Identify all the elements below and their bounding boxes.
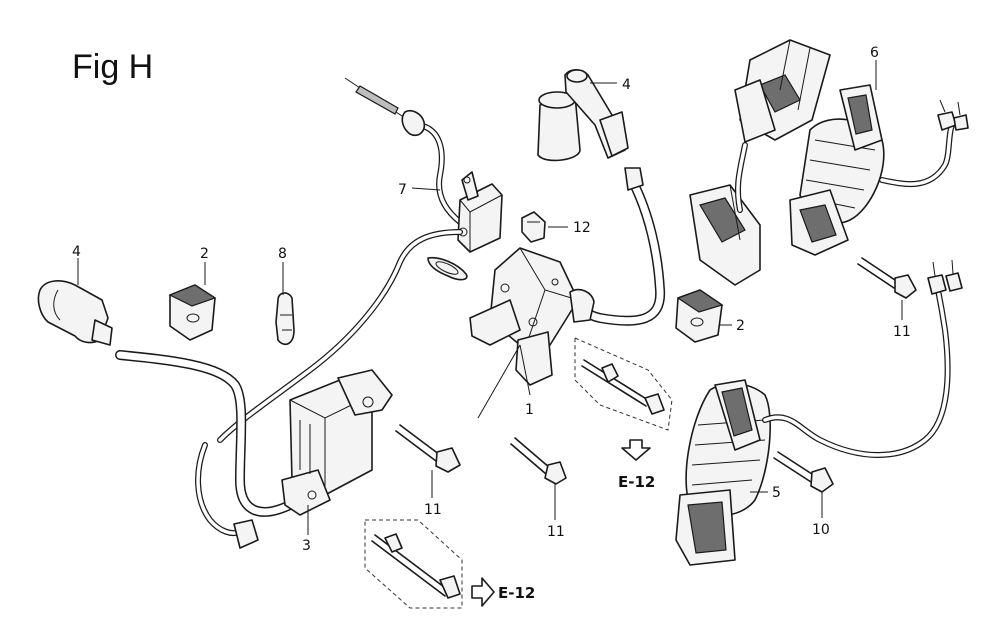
callout-11-center: 11 — [547, 524, 565, 540]
dashed-box-center — [574, 337, 673, 431]
figure-title: Fig H — [72, 48, 154, 86]
arrow-ref-lower-icon — [471, 577, 495, 607]
leader-lines — [77, 60, 903, 535]
callout-11-lower-left: 11 — [424, 502, 442, 518]
callout-11-right: 11 — [893, 324, 911, 340]
grommet-left — [168, 284, 217, 341]
callout-10: 10 — [812, 522, 830, 538]
spark-plug-cap-left — [37, 280, 295, 549]
ignition-coil-center — [469, 247, 595, 386]
callout-2-left: 2 — [200, 246, 209, 262]
bolt-10 — [773, 451, 834, 493]
charge-coil-lower — [675, 259, 963, 566]
callout-4-left: 4 — [72, 244, 81, 260]
callout-5: 5 — [772, 485, 781, 501]
reference-e12-center: E-12 — [618, 473, 655, 491]
reference-e12-lower: E-12 — [498, 584, 535, 602]
kill-switch-wire — [217, 77, 503, 443]
callout-7: 7 — [398, 182, 407, 198]
charge-coil-assembly — [689, 39, 969, 286]
callout-1: 1 — [525, 402, 534, 418]
wire-clip — [275, 292, 295, 346]
dashed-box-lower — [364, 519, 463, 609]
callout-12: 12 — [573, 220, 591, 236]
bolt-11-center — [510, 437, 567, 485]
callout-3: 3 — [302, 538, 311, 554]
bolt-11-right — [857, 257, 917, 299]
callout-2-right: 2 — [736, 318, 745, 334]
callout-6: 6 — [870, 45, 879, 61]
bolt-12 — [521, 211, 546, 243]
grommet-right — [675, 289, 724, 343]
callout-8: 8 — [278, 246, 287, 262]
callout-4-top: 4 — [622, 77, 631, 93]
bolt-11-lower-left — [395, 424, 461, 473]
ignition-coil-lower — [281, 369, 393, 516]
arrow-ref-center-icon — [621, 439, 651, 461]
